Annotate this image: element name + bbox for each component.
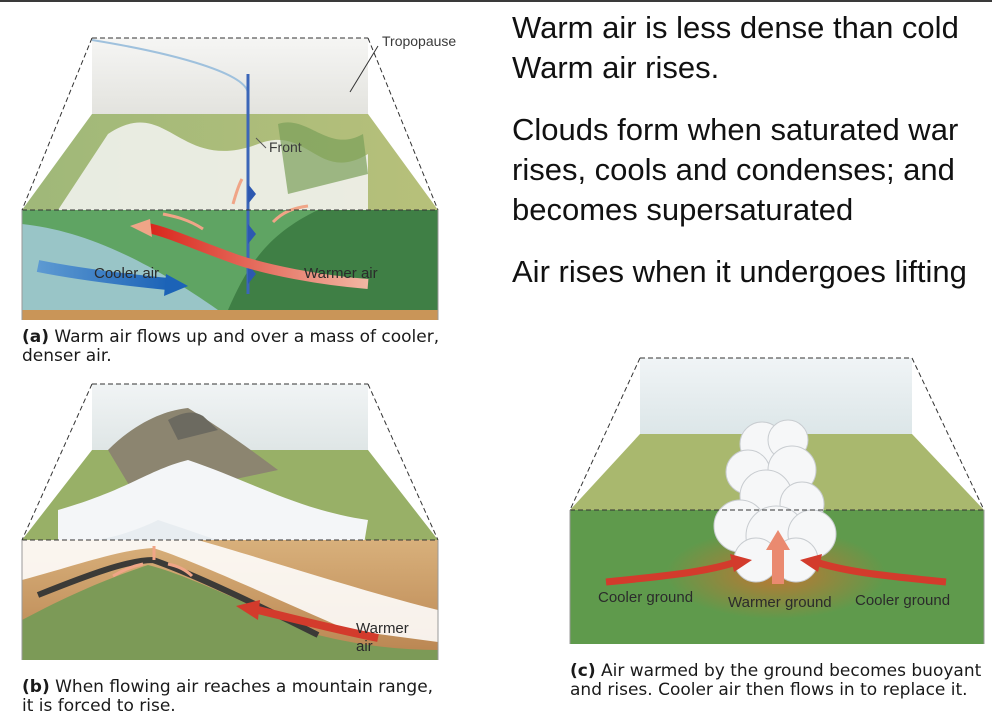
bullet-1-line-2: Warm air rises. [512,50,720,85]
tropopause-label: Tropopause [382,34,456,49]
warmer-air-label: Warmer air [304,265,378,282]
bullet-2-line-3: becomes supersaturated [512,192,854,227]
bullet-1-line-1: Warm air is less dense than cold [512,10,959,45]
panel-a-caption-letter: (a) [22,327,50,347]
warmer-ground-label: Warmer ground [728,594,832,611]
panel-a-caption: (a) Warm air flows up and over a mass of… [22,328,442,366]
cooler-ground-left-label: Cooler ground [598,589,693,606]
panel-c-caption-text: Air warmed by the ground becomes buoyant… [570,661,982,700]
bullet-2-line-1: Clouds form when saturated war [512,112,959,147]
warmer-air-label-line-1: Warmer [356,620,409,637]
panel-a-caption-text: Warm air flows up and over a mass of coo… [22,327,440,366]
bullet-warm-air: Warm air is less dense than cold Warm ai… [512,8,992,88]
bullet-clouds-form: Clouds form when saturated war rises, co… [512,110,992,230]
panel-c-convective-lifting-diagram: Cooler ground Warmer ground Cooler groun… [569,357,985,644]
front-label: Front [269,139,302,155]
bullet-2-line-2: rises, cools and condenses; and [512,152,955,187]
cooler-air-label: Cooler air [94,265,159,282]
top-border-line [0,0,992,2]
warmer-air-label-line-2: air [356,638,373,655]
bullet-3-line-1: Air rises when it undergoes lifting [512,254,967,289]
panel-b-caption-text: When flowing air reaches a mountain rang… [22,677,434,716]
panel-c-caption: (c) Air warmed by the ground becomes buo… [570,662,990,700]
bullet-lifting: Air rises when it undergoes lifting [512,252,992,292]
panel-b-orographic-lifting-diagram: Warmer air [21,383,439,660]
panel-b-caption-letter: (b) [22,677,50,697]
panel-a-frontal-lifting-diagram: Tropopause Front Cooler air Warmer air [21,34,456,320]
text-bullets: Warm air is less dense than cold Warm ai… [512,8,992,314]
cooler-ground-right-label: Cooler ground [855,592,950,609]
panel-b-caption: (b) When flowing air reaches a mountain … [22,678,442,716]
panel-c-caption-letter: (c) [570,661,596,681]
